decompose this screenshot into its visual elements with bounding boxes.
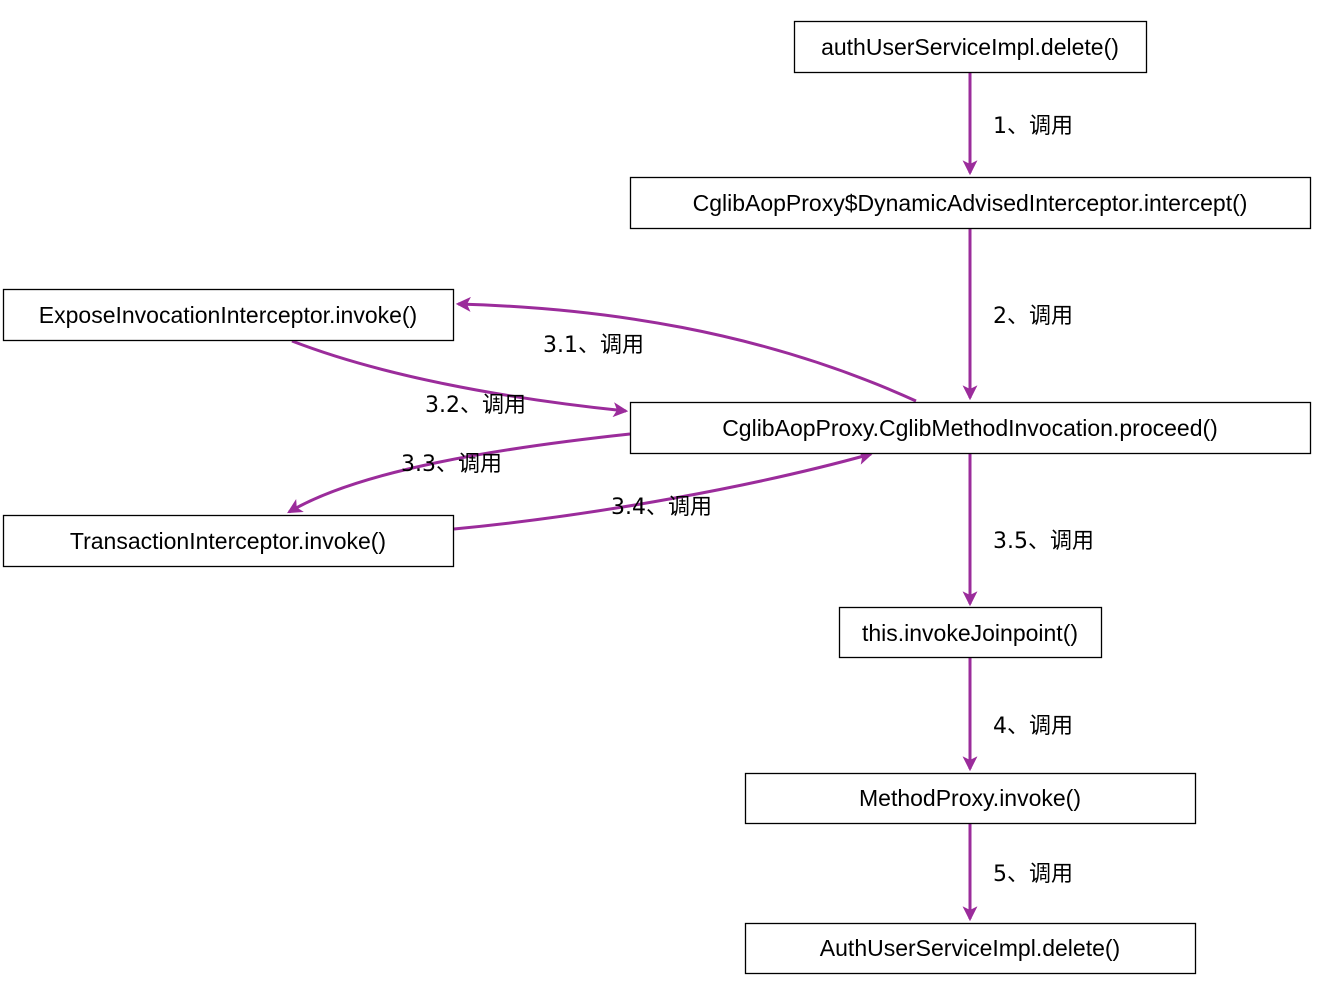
node-box bbox=[838, 606, 1103, 659]
node-label: CglibAopProxy$DynamicAdvisedInterceptor.… bbox=[693, 190, 1248, 216]
edge-3-1-arrow bbox=[455, 296, 917, 403]
edge-3-4-arrow bbox=[453, 450, 874, 531]
node-label: MethodProxy.invoke() bbox=[859, 785, 1081, 811]
edge-5-label: 5、调用 bbox=[993, 862, 1073, 887]
node-invoke-joinpoint: this.invokeJoinpoint() bbox=[838, 606, 1103, 659]
node-label: TransactionInterceptor.invoke() bbox=[70, 528, 386, 554]
node-box bbox=[793, 20, 1148, 74]
node-box bbox=[744, 922, 1197, 975]
edge-3-2-arrow bbox=[291, 339, 629, 418]
node-method-proxy-invoke: MethodProxy.invoke() bbox=[744, 772, 1197, 825]
node-expose-invocation-interceptor: ExposeInvocationInterceptor.invoke() bbox=[2, 288, 455, 342]
node-dynamic-advised-interceptor: CglibAopProxy$DynamicAdvisedInterceptor.… bbox=[629, 176, 1312, 230]
node-transaction-interceptor: TransactionInterceptor.invoke() bbox=[2, 514, 455, 568]
edge-3-3-label: 3.3、调用 bbox=[401, 452, 502, 477]
node-box bbox=[744, 772, 1197, 825]
node-box bbox=[2, 514, 455, 568]
node-label: CglibAopProxy.CglibMethodInvocation.proc… bbox=[722, 415, 1218, 441]
edge-1-label: 1、调用 bbox=[993, 114, 1073, 139]
edge-3-3-arrow bbox=[287, 432, 631, 514]
node-auth-user-service-delete: authUserServiceImpl.delete() bbox=[793, 20, 1148, 74]
node-auth-user-service-impl-delete: AuthUserServiceImpl.delete() bbox=[744, 922, 1197, 975]
edge-4-label: 4、调用 bbox=[993, 714, 1073, 739]
edge-labels: 1、调用 2、调用 3.1、调用 3.2、调用 3.3、调用 3.4、调用 3.… bbox=[401, 114, 1094, 887]
edge-3-4-label: 3.4、调用 bbox=[611, 495, 712, 520]
node-label: authUserServiceImpl.delete() bbox=[821, 34, 1119, 60]
node-box bbox=[2, 288, 455, 342]
node-cglib-method-invocation-proceed: CglibAopProxy.CglibMethodInvocation.proc… bbox=[629, 401, 1312, 455]
node-label: ExposeInvocationInterceptor.invoke() bbox=[39, 302, 417, 328]
node-box bbox=[629, 176, 1312, 230]
edges bbox=[287, 73, 978, 922]
nodes: authUserServiceImpl.delete() CglibAopPro… bbox=[2, 20, 1312, 975]
node-label: AuthUserServiceImpl.delete() bbox=[820, 935, 1120, 961]
edge-3-2-label: 3.2、调用 bbox=[425, 393, 526, 418]
node-box bbox=[629, 401, 1312, 455]
edge-3-1-label: 3.1、调用 bbox=[543, 333, 644, 358]
edge-2-label: 2、调用 bbox=[993, 304, 1073, 329]
node-label: this.invokeJoinpoint() bbox=[862, 620, 1078, 646]
edge-3-5-label: 3.5、调用 bbox=[993, 529, 1094, 554]
